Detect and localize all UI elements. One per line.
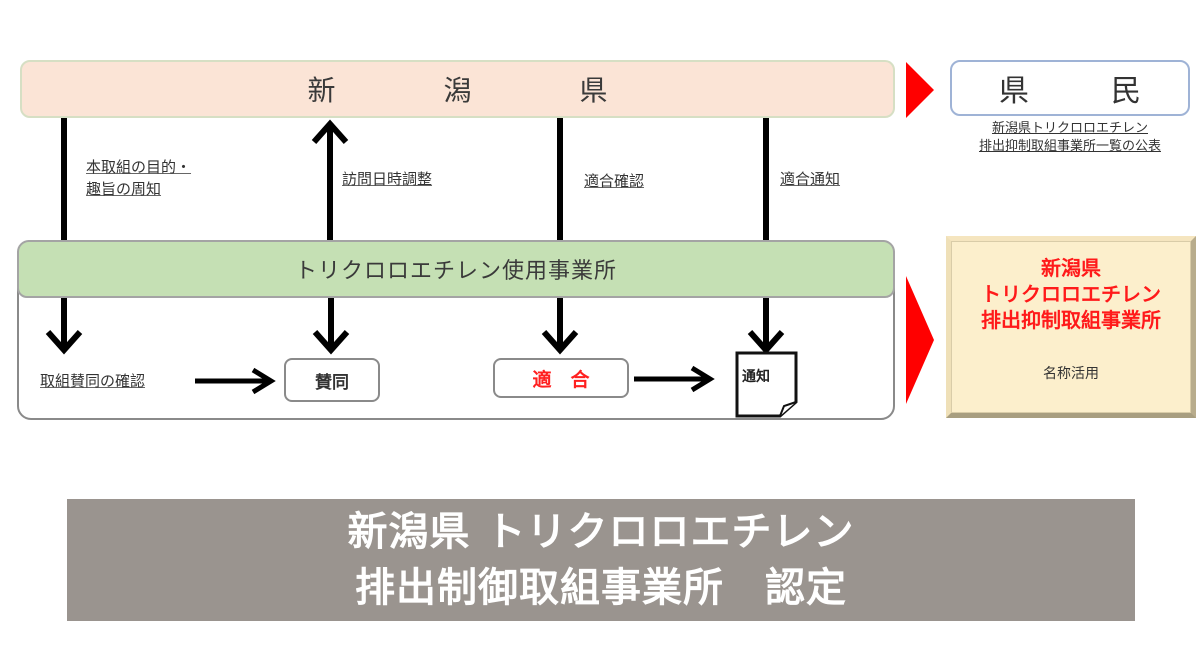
red-triangle-arrow-icon: [906, 62, 934, 118]
citizens-label: 県 民: [999, 74, 1167, 109]
business-label: トリクロロエチレン使用事業所: [294, 259, 617, 284]
certificate-box: 新潟県 トリクロロエチレン 排出抑制取組事業所 名称活用: [946, 236, 1196, 418]
notice-document-label: 通知: [742, 369, 770, 385]
citizens-note-line-1: 新潟県トリクロロエチレン: [991, 121, 1148, 136]
purpose-notice-line-1: 本取組の目的・: [86, 158, 192, 176]
certificate-title-line-3: 排出抑制取組事業所: [981, 308, 1161, 332]
right-arrow-icon: [634, 365, 715, 393]
prefecture-label: 新 潟 県: [307, 74, 648, 107]
compliance-notice-label: 適合通知: [780, 170, 841, 188]
certificate-title: 新潟県 トリクロロエチレン 排出抑制取組事業所: [951, 255, 1191, 333]
document-icon: [735, 351, 798, 418]
certification-banner: 新潟県 トリクロロエチレン 排出制御取組事業所 認定: [67, 499, 1135, 621]
connector-line-notice: [763, 118, 769, 240]
citizens-note-line-2: 排出抑制取組事業所一覧の公表: [978, 139, 1161, 154]
confirm-agreement-label: 取組賛同の確認: [40, 372, 146, 390]
certificate-title-line-1: 新潟県: [1041, 256, 1101, 280]
up-arrow-icon: [311, 119, 349, 242]
visit-schedule-label: 訪問日時調整: [342, 170, 433, 188]
compliant-label: 適 合: [532, 368, 590, 391]
connector-line-purpose: [61, 118, 67, 240]
business-bar: トリクロロエチレン使用事業所: [17, 240, 895, 298]
down-arrow-icon: [541, 298, 579, 355]
agreement-label: 賛同: [315, 372, 349, 393]
connector-line-check: [557, 118, 563, 240]
certificate-title-line-2: トリクロロエチレン: [981, 282, 1161, 306]
purpose-notice-label: 本取組の目的・ 趣旨の周知: [86, 156, 191, 200]
down-arrow-icon: [747, 298, 785, 355]
right-arrow-icon: [195, 367, 276, 395]
citizens-box: 県 民: [950, 60, 1190, 116]
citizens-note: 新潟県トリクロロエチレン 排出抑制取組事業所一覧の公表: [950, 120, 1190, 156]
compliant-box: 適 合: [493, 358, 629, 398]
agreement-box: 賛同: [284, 358, 380, 402]
prefecture-bar: 新 潟 県: [20, 60, 895, 118]
red-triangle-arrow-icon: [906, 276, 934, 404]
certificate-usage: 名称活用: [1043, 366, 1099, 382]
down-arrow-icon: [45, 298, 83, 355]
down-arrow-icon: [312, 298, 350, 355]
banner-line-1: 新潟県 トリクロロエチレン: [347, 509, 855, 555]
banner-line-2: 排出制御取組事業所 認定: [355, 565, 847, 611]
compliance-check-label: 適合確認: [584, 172, 645, 190]
purpose-notice-line-2: 趣旨の周知: [86, 180, 162, 198]
